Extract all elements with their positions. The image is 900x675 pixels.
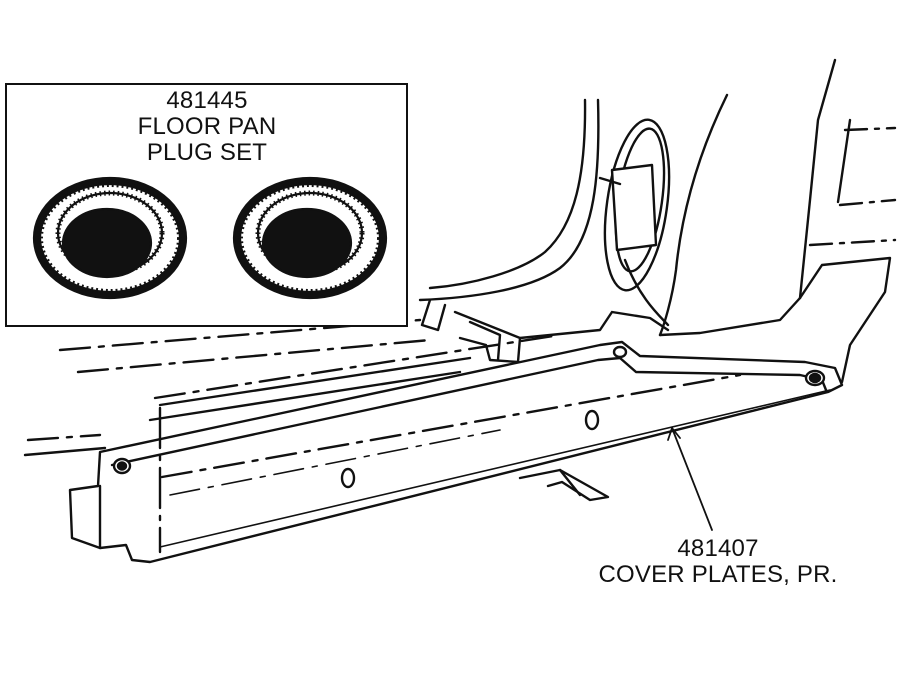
floor-pan-plug-left xyxy=(32,176,188,300)
plug-set-description-line1: FLOOR PAN xyxy=(137,113,277,140)
cover-plates-callout: 481407 COVER PLATES, PR. xyxy=(548,536,888,588)
plug-set-callout: 481445 FLOOR PAN PLUG SET xyxy=(8,88,406,166)
cover-plate-leader-line xyxy=(671,427,713,531)
hanger-tab xyxy=(518,468,610,502)
mounting-bracket xyxy=(420,298,670,364)
door-pillar-outline xyxy=(418,58,897,384)
floor-pan-rails xyxy=(23,318,562,457)
plug-set-part-number: 481445 xyxy=(166,87,248,114)
mounting-screws xyxy=(112,345,826,489)
leader-arrowhead xyxy=(667,427,681,441)
plug-set-description-line2: PLUG SET xyxy=(146,139,268,166)
floor-pan-plug-right xyxy=(232,176,388,300)
oval-access-panel xyxy=(598,118,671,327)
cover-plates-part-number: 481407 xyxy=(677,535,759,562)
cover-plate xyxy=(68,340,844,564)
plug-set-illustration xyxy=(32,176,388,300)
cover-plates-description: COVER PLATES, PR. xyxy=(598,561,838,588)
